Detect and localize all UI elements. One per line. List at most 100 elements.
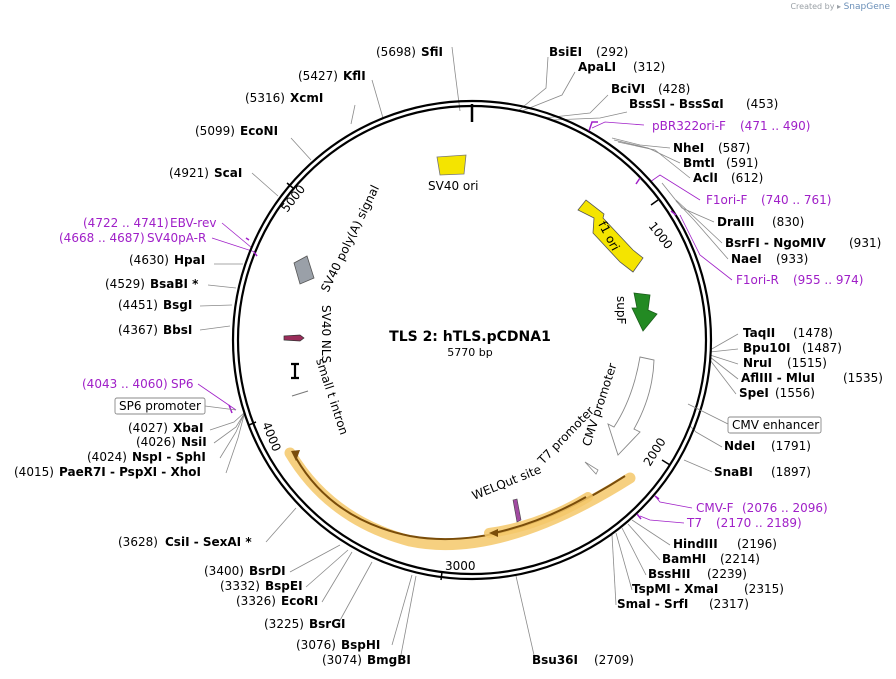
enzyme-name: PaeR7I - PspXI - XhoI <box>59 465 201 479</box>
enzyme-pos: (2315) <box>744 582 784 596</box>
snapgene-logo-icon: ▸ <box>837 2 842 11</box>
enzyme-name: BsrFI - NgoMIV <box>725 236 826 250</box>
enzyme-name: TspMI - XmaI <box>632 582 718 596</box>
enzyme-pos: (5698) <box>376 45 416 59</box>
credit-prefix: Created by <box>790 2 835 11</box>
enzyme-pos: (1897) <box>771 465 811 479</box>
welqut-site-feature <box>512 498 522 523</box>
small-t-intron-feature <box>291 362 299 380</box>
enzyme-pos: (5427) <box>298 69 338 83</box>
primer-name: pBR322ori-F <box>652 119 726 133</box>
enzyme-pos: (2317) <box>709 597 749 611</box>
enzyme-pos: (292) <box>596 45 628 59</box>
plasmid-length: 5770 bp <box>447 346 492 359</box>
sv40-polya-label: SV40 poly(A) signal <box>318 183 382 294</box>
enzyme-name: Bsu36I <box>532 653 578 667</box>
primer-range: (955 .. 974) <box>793 273 863 287</box>
enzyme-pos: (3326) <box>236 594 276 608</box>
enzyme-pos: (1791) <box>771 439 811 453</box>
enzyme-name: NheI <box>673 141 704 155</box>
enzyme-pos: (5316) <box>245 91 285 105</box>
cmv-enhancer-box <box>727 416 822 434</box>
enzyme-pos: (1478) <box>793 326 833 340</box>
enzyme-pos: (1535) <box>843 371 883 385</box>
small-t-intron-arrow-icon <box>291 390 309 397</box>
enzyme-name: SpeI <box>739 386 769 400</box>
primer-name: EBV-rev <box>170 216 216 230</box>
enzyme-pos: (4921) <box>169 166 209 180</box>
primer-range: (2170 .. 2189) <box>716 516 802 530</box>
sp6-promoter-leader <box>204 405 237 411</box>
primer-labels: pBR322ori-F (471 .. 490) F1ori-F (740 ..… <box>59 119 863 530</box>
tick-1000 <box>650 199 659 206</box>
enzyme-name: BsaBI * <box>150 277 199 291</box>
enzyme-name: BsrGI <box>309 617 346 631</box>
enzyme-name: HindIII <box>673 537 718 551</box>
enzyme-name: AflIII - MluI <box>741 371 815 385</box>
orf-arrowhead-outer <box>291 450 300 461</box>
enzyme-name: BbsI <box>163 323 192 337</box>
enzyme-pos: (1487) <box>802 341 842 355</box>
enzyme-pos: (2709) <box>594 653 634 667</box>
enzyme-name: EcoRI <box>281 594 318 608</box>
primer-marker-sv40pa-r <box>253 251 258 257</box>
welqut-site-label: WELQut site <box>470 462 543 502</box>
sv40-polya-feature <box>293 255 315 285</box>
enzyme-pos: (312) <box>633 60 665 74</box>
enzyme-pos: (587) <box>718 141 750 155</box>
primer-marker-f1ori-r <box>670 210 677 216</box>
supf-label: supF <box>614 296 628 324</box>
enzyme-pos: (830) <box>772 215 804 229</box>
primer-name: F1ori-F <box>706 193 747 207</box>
enzyme-pos: (4015) <box>14 465 54 479</box>
enzyme-pos: (3332) <box>220 579 260 593</box>
tick-label-5000: 5000 <box>278 182 308 215</box>
enzyme-pos: (612) <box>731 171 763 185</box>
primer-name: CMV-F <box>696 501 734 515</box>
enzyme-pos: (4529) <box>105 277 145 291</box>
credit-brand: SnapGene <box>843 2 890 12</box>
primer-marker-cmv-f <box>654 495 660 500</box>
enzyme-name: BsiEI <box>549 45 582 59</box>
primer-range: (2076 .. 2096) <box>742 501 828 515</box>
enzyme-pos: (3400) <box>204 564 244 578</box>
sv40-nls-label: SV40 NLS <box>319 305 333 363</box>
orf-arrowhead-inner <box>489 529 498 537</box>
enzyme-name: NruI <box>743 356 772 370</box>
tick-4000 <box>248 421 257 426</box>
tick-3000 <box>440 571 443 581</box>
enzyme-leader-lines <box>199 46 739 661</box>
enzyme-name: Bpu10I <box>743 341 790 355</box>
primer-leader-lines <box>197 121 733 524</box>
primer-marker-ebv-rev <box>245 237 250 241</box>
enzyme-pos: (4367) <box>118 323 158 337</box>
enzyme-pos: (3074) <box>322 653 362 667</box>
enzyme-name: BspHI <box>341 638 380 652</box>
primer-name: SV40pA-R <box>147 231 206 245</box>
enzyme-name: XbaI <box>173 421 203 435</box>
enzyme-name: NaeI <box>731 252 762 266</box>
primer-range: (740 .. 761) <box>761 193 831 207</box>
enzyme-pos: (1556) <box>775 386 815 400</box>
enzyme-name: BmgBI <box>367 653 411 667</box>
primer-marker-f1ori-f <box>635 177 641 185</box>
enzyme-pos: (931) <box>849 236 881 250</box>
enzyme-labels: (5698) SfiI BsiEI (292) ApaLI (312) (542… <box>14 45 883 667</box>
enzyme-pos: (4026) <box>136 435 176 449</box>
enzyme-name: HpaI <box>174 253 205 267</box>
plasmid-title-block: TLS 2: hTLS.pCDNA1 5770 bp <box>389 329 551 359</box>
backbone <box>231 99 713 581</box>
enzyme-name: BmtI <box>683 156 715 170</box>
boxed-labels: SP6 promoter CMV enhancer <box>114 397 822 434</box>
enzyme-name: TaqII <box>743 326 775 340</box>
enzyme-name: BamHI <box>662 552 706 566</box>
primer-marker-pbr322ori-f <box>588 121 598 132</box>
snapgene-credit: Created by ▸ SnapGene <box>790 2 890 12</box>
tick-2000 <box>661 459 671 466</box>
enzyme-name: BspEI <box>265 579 303 593</box>
enzyme-name: ApaLI <box>578 60 616 74</box>
enzyme-name: EcoNI <box>240 124 278 138</box>
enzyme-name: BsgI <box>163 298 192 312</box>
primer-name: T7 <box>686 516 702 530</box>
enzyme-pos: (3628) <box>118 535 158 549</box>
